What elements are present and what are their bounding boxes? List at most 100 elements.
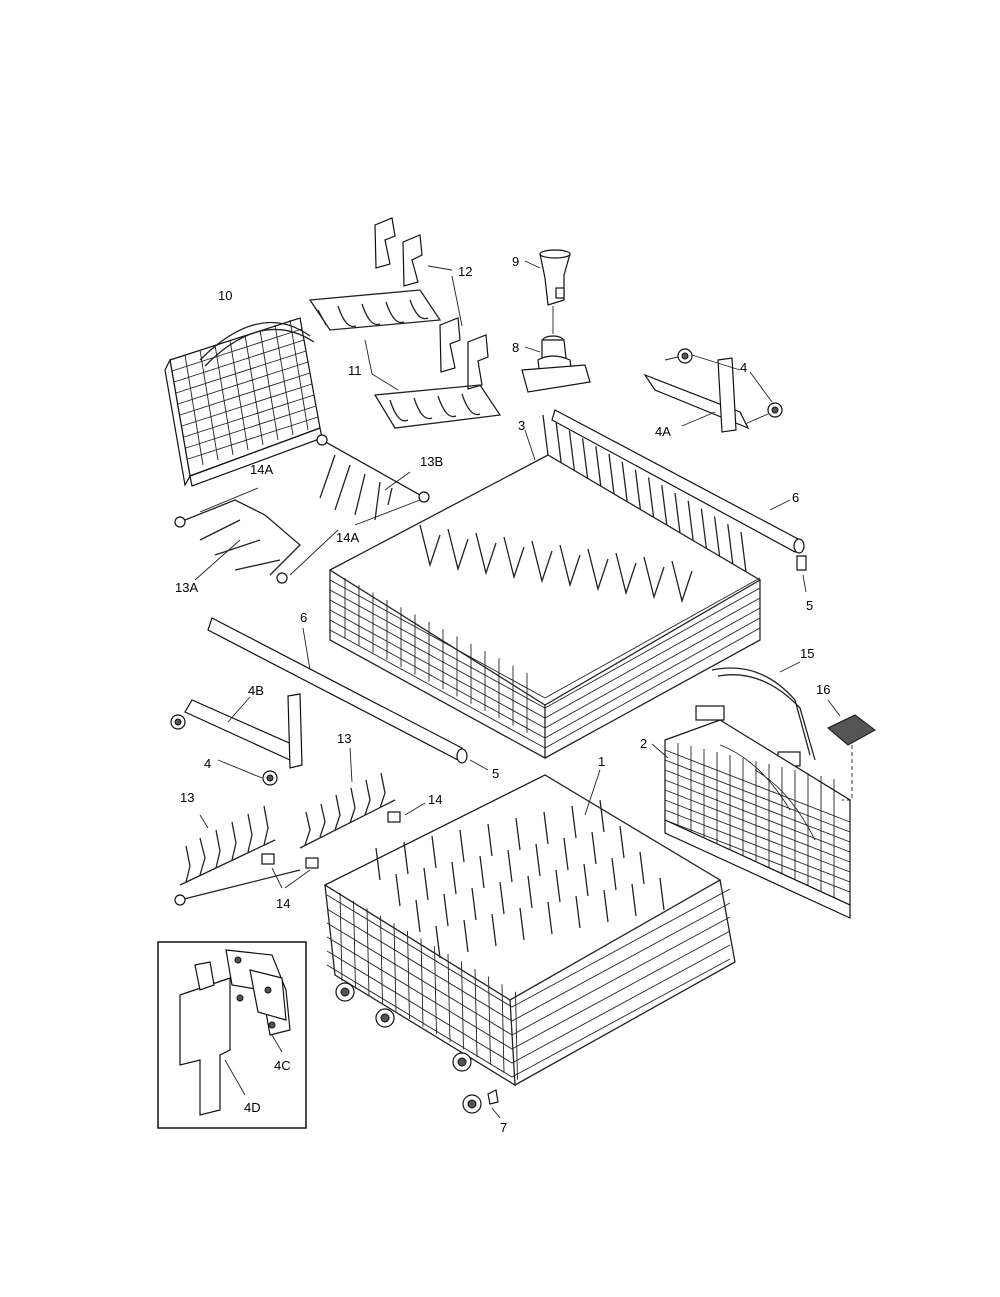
callout-14A-upper: 14A [250,462,273,477]
wire-segment [420,938,424,1027]
wire-segment [515,991,518,1080]
wire-segment [740,531,747,573]
wire-segment [326,902,731,1022]
wire-segment [419,524,441,568]
wire-segment [639,851,645,885]
wire-segment [415,899,421,933]
wire-segment [664,769,851,843]
wire-segment [621,461,628,502]
wire-segment [499,881,505,915]
callout-labels: 1 2 3 4 4A 4B 4 4C 4D 5 5 6 6 7 8 9 10 1… [175,254,830,1135]
wire-segment [700,508,708,549]
wire-segment [435,925,441,959]
wire-segment [713,516,721,557]
wire-segment [329,627,761,749]
wire-segment [487,823,493,857]
wire-segment [171,328,303,372]
callout-12: 12 [458,264,472,279]
wire-segment [474,968,478,1058]
callout-13-left: 13 [180,790,194,805]
wire-segment [434,946,437,1035]
wire-segment [329,577,761,699]
wire-segment [447,953,451,1042]
wire-segment [326,916,731,1036]
wire-segment [214,344,234,456]
wire-segment [531,540,553,584]
wire-segment [459,829,465,863]
wire-segment [591,831,597,865]
wire-segment [535,843,541,877]
wire-segment [515,817,521,851]
wire-segment [366,908,370,997]
callout-9: 9 [512,254,519,269]
callout-5-upper: 5 [806,598,813,613]
wire-segment [599,799,605,833]
wire-segment [329,597,761,719]
wire-segment [329,607,761,729]
wire-segment [727,524,734,565]
wire-segment [664,799,851,873]
rack-rail-part-6-lower [207,617,489,771]
wire-segment [259,329,279,441]
wire-segment [443,893,449,927]
wire-segment [395,873,401,907]
callout-1: 1 [598,754,605,769]
wire-segment [431,835,437,869]
wire-segment [326,930,731,1050]
callout-8: 8 [512,340,519,355]
wire-segment [587,548,609,592]
wire-segment [659,877,665,911]
wire-segment [611,857,617,891]
wire-segment [326,944,731,1064]
wire-segment [451,861,457,895]
wire-segment [671,560,693,604]
wire-segment [393,923,397,1012]
wire-segment [463,919,469,953]
callout-4: 4 [740,360,747,375]
wire-segment [664,819,851,893]
wire-segment [329,587,761,709]
wire-segment [329,617,761,739]
callout-14A-lower: 14A [336,530,359,545]
wire-segment [559,544,581,588]
wire-segment [274,324,294,436]
callout-4D: 4D [244,1100,261,1115]
callout-14-lower: 14 [276,896,290,911]
wire-segment [179,372,311,416]
rack-adjuster-part-4A [643,348,783,433]
wire-segment [185,405,317,449]
wire-segment [375,847,381,881]
callout-7: 7 [500,1120,507,1135]
callout-3: 3 [518,418,525,433]
wire-segment [664,809,851,883]
wire-segment [547,901,553,935]
callout-6-lower: 6 [300,610,307,625]
wire-segment [353,900,356,989]
inset-detail-4C-4D [157,941,307,1129]
wire-segment [184,354,204,466]
lower-rack-part-1 [323,769,736,1087]
wire-segment [664,749,851,823]
wire-segment [527,875,533,909]
wire-segment [177,361,309,405]
wire-segment [175,350,307,394]
wire-segment [199,349,219,461]
wire-segment [643,556,665,600]
wire-segment [326,958,731,1078]
wire-segment [488,976,491,1065]
wire-segment [603,889,609,923]
callout-13B: 13B [420,454,443,469]
callout-5-lower: 5 [492,766,499,781]
callout-14-right: 14 [428,792,442,807]
wheel-part-7 [462,1089,501,1119]
wire-segment [403,841,409,875]
wire-segment [491,913,497,947]
callout-11: 11 [348,363,362,378]
wire-segment [634,469,642,510]
wire-segment [479,855,485,889]
wire-segment [563,837,569,871]
wire-segment [380,915,383,1004]
wire-segment [187,416,319,460]
wire-segment [326,888,731,1008]
